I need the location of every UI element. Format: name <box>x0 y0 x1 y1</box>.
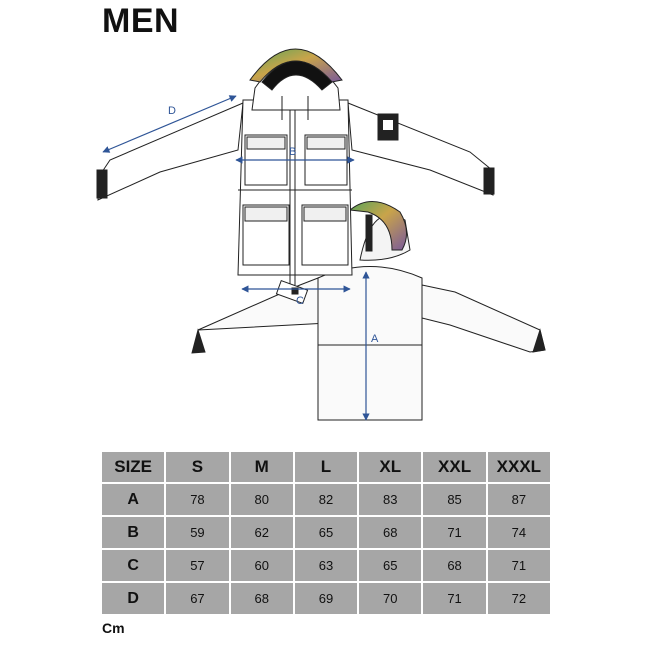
table-cell: 80 <box>228 482 295 517</box>
header-cell: SIZE <box>99 450 167 484</box>
table-cell: 68 <box>421 548 488 583</box>
table-cell: 78 <box>164 482 231 517</box>
dimension-label-d: D <box>168 105 176 117</box>
measure-lines <box>102 95 370 421</box>
table-cell: 71 <box>421 581 488 616</box>
measure-line-d <box>102 95 237 153</box>
table-cell: 62 <box>228 515 295 550</box>
table-cell: 71 <box>485 548 553 583</box>
jacket-front-view <box>96 48 495 305</box>
header-cell: L <box>292 450 360 484</box>
unit-label: Cm <box>102 620 125 636</box>
table-cell: 69 <box>292 581 360 616</box>
jacket-back-view <box>191 201 546 421</box>
back-hood-fur <box>348 201 407 251</box>
table-cell: 82 <box>292 482 360 517</box>
header-cell: S <box>164 450 231 484</box>
table-cell: 71 <box>421 515 488 550</box>
table-cell: 63 <box>292 548 360 583</box>
size-chart-table: SIZE S M L XL XXL XXXL A 78 80 82 83 85 … <box>99 450 553 616</box>
table-row: B 59 62 65 68 71 74 <box>99 515 553 550</box>
row-label: C <box>99 548 167 583</box>
table-cell: 83 <box>357 482 424 517</box>
table-cell: 85 <box>421 482 488 517</box>
table-row: A 78 80 82 83 85 87 <box>99 482 553 517</box>
table-cell: 57 <box>164 548 231 583</box>
back-zipper-tab <box>365 214 373 252</box>
header-cell: XXXL <box>485 450 553 484</box>
table-cell: 60 <box>228 548 295 583</box>
table-row: D 67 68 69 70 71 72 <box>99 581 553 616</box>
header-cell: XXL <box>421 450 488 484</box>
dimension-label-b: B <box>289 146 296 158</box>
table-cell: 70 <box>357 581 424 616</box>
dimension-label-c: C <box>296 295 304 307</box>
row-label: B <box>99 515 167 550</box>
jacket-illustration: D B C A <box>96 48 546 421</box>
table-cell: 59 <box>164 515 231 550</box>
table-row: C 57 60 63 65 68 71 <box>99 548 553 583</box>
table-header-row: SIZE S M L XL XXL XXXL <box>99 450 553 484</box>
page-title: MEN <box>102 2 180 40</box>
table-cell: 74 <box>485 515 553 550</box>
table-cell: 87 <box>485 482 553 517</box>
header-cell: XL <box>357 450 424 484</box>
dimension-label-a: A <box>371 333 379 345</box>
table-cell: 68 <box>357 515 424 550</box>
table-cell: 67 <box>164 581 231 616</box>
table-cell: 65 <box>292 515 360 550</box>
table-cell: 68 <box>228 581 295 616</box>
table-cell: 65 <box>357 548 424 583</box>
row-label: A <box>99 482 167 517</box>
row-label: D <box>99 581 167 616</box>
header-cell: M <box>228 450 295 484</box>
table-cell: 72 <box>485 581 553 616</box>
